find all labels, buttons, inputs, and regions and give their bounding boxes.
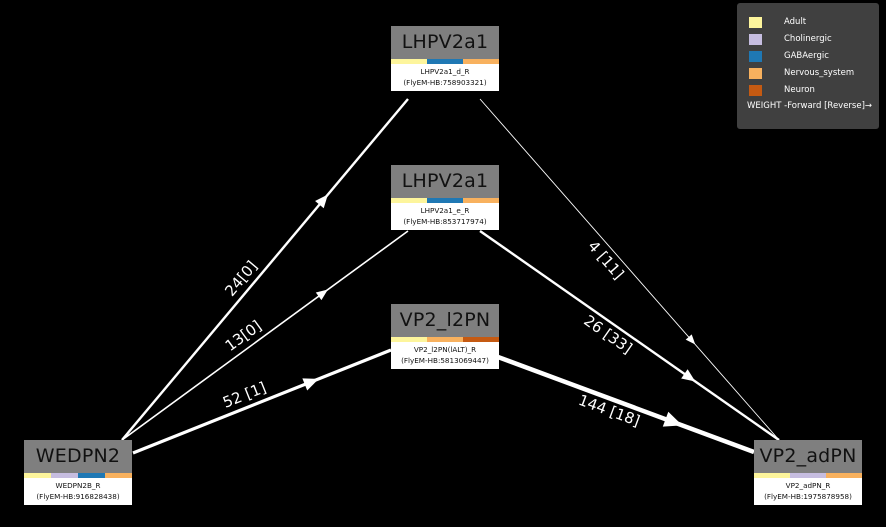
node-color-segment	[51, 473, 78, 478]
node-title: LHPV2a1	[391, 26, 499, 59]
node-title: WEDPN2	[24, 440, 132, 473]
node-title: VP2_adPN	[754, 440, 862, 473]
node-color-bar	[754, 473, 862, 478]
node-vp2-l2pn[interactable]: VP2_l2PN VP2_l2PN(lALT)_R (FlyEM-HB:581306…	[391, 304, 499, 369]
legend-color-box	[749, 16, 762, 28]
node-color-segment	[790, 473, 826, 478]
legend-swatch-nervous-system	[749, 66, 762, 80]
node-color-segment	[463, 198, 499, 203]
node-color-segment	[391, 337, 427, 342]
node-color-segment	[78, 473, 105, 478]
legend-weight-label: WEIGHT -Forward [Reverse]→	[747, 101, 873, 111]
node-color-segment	[427, 59, 463, 64]
node-neuron-id: (FlyEM-HB:5813069447)	[401, 356, 489, 365]
node-title: VP2_l2PN	[391, 304, 499, 337]
node-neuron-name: WEDPN2B_R	[55, 481, 101, 490]
edge-weight-label: 13[0]	[222, 317, 265, 355]
legend-label: Nervous_system	[784, 68, 855, 78]
node-neuron-id: (FlyEM-HB:916828438)	[36, 492, 120, 501]
legend-swatch-cholinergic	[749, 32, 762, 46]
legend-label: Adult	[784, 17, 807, 27]
node-body: VP2_l2PN(lALT)_R (FlyEM-HB:5813069447)	[391, 342, 499, 369]
edge-arrowhead	[315, 194, 328, 209]
node-body: VP2_adPN_R (FlyEM-HB:1975878958)	[754, 478, 862, 505]
legend-label: Neuron	[784, 85, 815, 95]
node-color-bar	[391, 198, 499, 203]
legend-label: Cholinergic	[784, 34, 832, 44]
node-neuron-id: (FlyEM-HB:1975878958)	[764, 492, 852, 501]
node-neuron-name: LHPV2a1_e_R	[420, 206, 470, 215]
node-color-segment	[754, 473, 790, 478]
node-body: WEDPN2B_R (FlyEM-HB:916828438)	[24, 478, 132, 505]
node-neuron-id: (FlyEM-HB:758903321)	[403, 78, 487, 87]
node-color-bar	[391, 59, 499, 64]
legend-swatch-adult	[749, 15, 762, 29]
node-neuron-name: VP2_l2PN(lALT)_R	[413, 345, 477, 354]
edge-arrowhead	[681, 369, 696, 382]
node-color-segment	[463, 59, 499, 64]
node-color-segment	[427, 337, 463, 342]
edge-arrowhead	[302, 378, 319, 391]
legend-label: GABAergic	[784, 51, 829, 61]
node-color-segment	[463, 337, 499, 342]
node-color-segment	[826, 473, 862, 478]
legend-color-box	[749, 84, 762, 96]
edge-layer	[121, 98, 780, 455]
legend-color-box	[749, 50, 762, 62]
edge-arrowhead	[685, 334, 696, 345]
edge-arrowhead	[315, 289, 328, 301]
edge-weight-label: 24[0]	[221, 257, 261, 299]
node-color-segment	[105, 473, 132, 478]
node-body: LHPV2a1_d_R (FlyEM-HB:758903321)	[391, 64, 499, 91]
node-color-segment	[24, 473, 51, 478]
node-color-segment	[427, 198, 463, 203]
edge-lhpv2a1-d-to-vp2-adpn	[479, 98, 780, 441]
node-color-segment	[391, 198, 427, 203]
node-neuron-name: VP2_adPN_R	[785, 481, 831, 490]
node-title: LHPV2a1	[391, 165, 499, 198]
legend-swatch-neuron	[749, 83, 762, 97]
edge-wedpn2-to-lhpv2a1-d	[121, 98, 409, 441]
edge-weight-label: 52 [1]	[220, 378, 269, 411]
edge-arrowhead	[662, 411, 683, 427]
node-color-bar	[24, 473, 132, 478]
node-color-segment	[391, 59, 427, 64]
node-neuron-id: (FlyEM-HB:853717974)	[403, 217, 487, 226]
node-neuron-name: LHPV2a1_d_R	[420, 67, 470, 76]
edge-lhpv2a1-e-to-vp2-adpn	[479, 230, 780, 441]
legend-color-box	[749, 33, 762, 45]
legend-color-box	[749, 67, 762, 79]
node-body: LHPV2a1_e_R (FlyEM-HB:853717974)	[391, 203, 499, 230]
edge-vp2-l2pn-to-vp2-adpn	[497, 354, 755, 455]
node-color-bar	[391, 337, 499, 342]
edge-wedpn2-to-lhpv2a1-e	[121, 230, 409, 441]
node-vp2-adpn[interactable]: VP2_adPN VP2_adPN_R (FlyEM-HB:1975878958)	[754, 440, 862, 505]
legend-swatch-gabaergic	[749, 49, 762, 63]
edge-wedpn2-to-vp2-l2pn	[132, 348, 392, 455]
